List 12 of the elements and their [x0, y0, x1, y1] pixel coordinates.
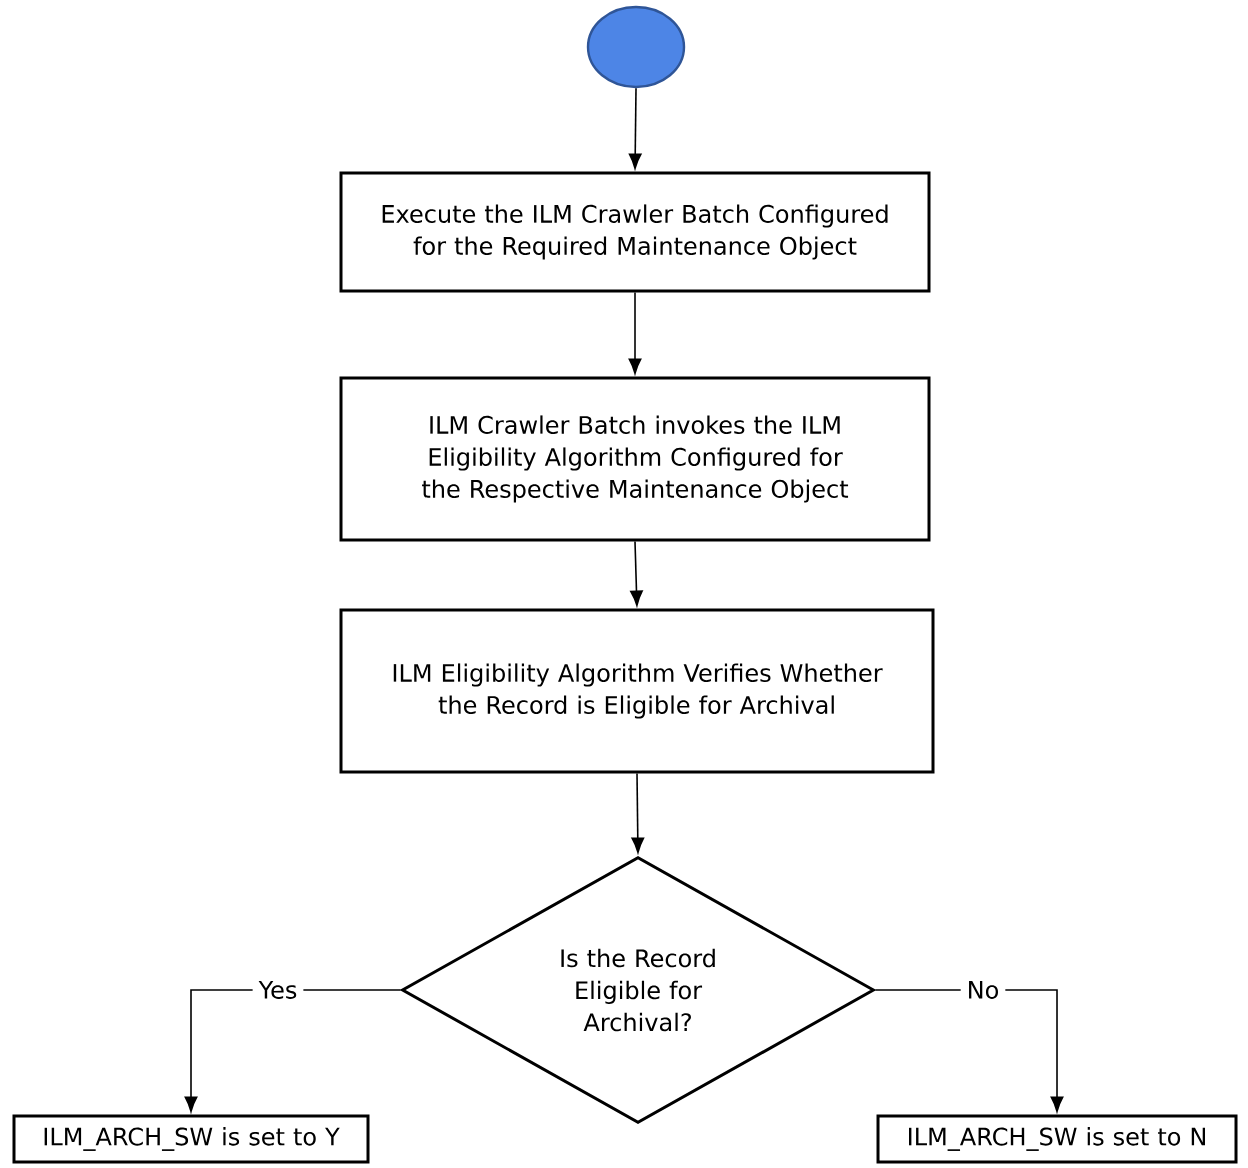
start-circle	[586, 5, 686, 89]
edge-label: No	[960, 975, 1006, 1005]
arrow	[628, 291, 642, 375]
process-box: ILM_ARCH_SW is set to Y	[12, 1114, 370, 1164]
process-box: ILM Crawler Batch invokes the ILM Eligibility Algorithm Configured for the Respective Maintenance Object	[339, 376, 931, 542]
arrow	[630, 540, 643, 607]
process-box: ILM_ARCH_SW is set to N	[876, 1114, 1238, 1164]
arrow	[628, 87, 642, 170]
edge-label: Yes	[252, 975, 304, 1005]
arrow	[631, 772, 645, 854]
process-box: ILM Eligibility Algorithm Verifies Whether the Record is Eligible for Archival	[339, 608, 935, 774]
process-box: Execute the ILM Crawler Batch Configured for the Required Maintenance Object	[339, 171, 931, 293]
